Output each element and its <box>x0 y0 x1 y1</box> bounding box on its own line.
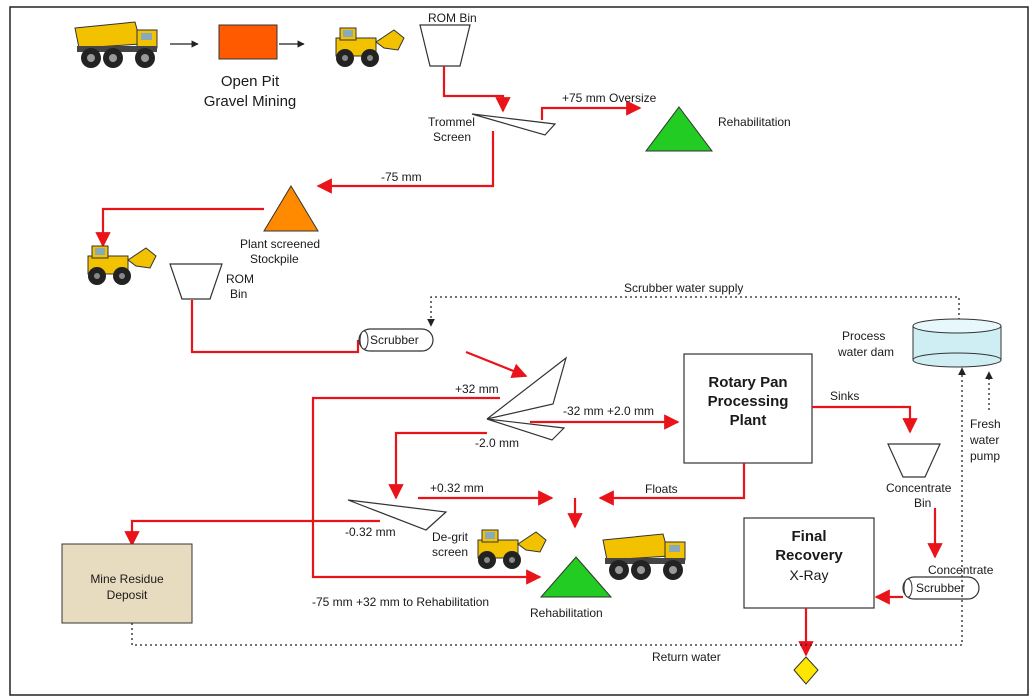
degrit-label-line1: De-grit <box>432 530 469 544</box>
flow-floats <box>598 463 746 506</box>
rom-bin-2 <box>169 263 223 300</box>
rom-bin-top <box>419 24 471 67</box>
flow-minus032 <box>124 519 380 547</box>
rom-bin2-label-line1: ROM <box>226 272 254 286</box>
process-water-dam <box>912 318 1002 368</box>
trommel-label-line1: Trommel <box>428 115 475 129</box>
minus2-label: -2.0 mm <box>475 436 519 450</box>
concentrate-bin <box>887 443 941 478</box>
final-recovery-box <box>743 517 875 609</box>
minus032-label: -0.32 mm <box>345 525 396 539</box>
return-water-line <box>131 367 966 646</box>
rehabilitation-pile-bottom <box>539 556 613 598</box>
oversize-label: +75 mm Oversize <box>562 91 657 105</box>
fresh-label-line1: Fresh <box>970 417 1001 431</box>
rehab-bottom-label: Rehabilitation <box>530 606 603 620</box>
final-label-line1: Final <box>791 528 826 545</box>
open-pit-box <box>218 24 278 60</box>
open-pit-label-line2: Gravel Mining <box>204 93 297 110</box>
rotary-pan-plant-box <box>683 353 813 464</box>
rotary-label-line2: Processing <box>708 393 789 410</box>
scrubber-water-supply-label: Scrubber water supply <box>624 281 743 295</box>
trommel-label-line2: Screen <box>433 130 471 144</box>
rotary-label-line1: Rotary Pan <box>708 374 787 391</box>
flow-rom2-to-scrubber <box>190 300 360 354</box>
conc-scrub-label-line1: Concentrate <box>928 563 994 577</box>
flow-stockpile-to-loader <box>95 207 264 248</box>
open-pit-label-line1: Open Pit <box>221 73 280 90</box>
rom-bin-top-label: ROM Bin <box>428 11 477 25</box>
rotary-label-line3: Plant <box>730 412 767 429</box>
minus32-plus2-label: -32 mm +2.0 mm <box>563 404 654 418</box>
sizing-screen-lower <box>486 418 566 441</box>
trommel-screen <box>471 113 557 136</box>
flow-oversize <box>540 100 642 120</box>
flow-sinks <box>812 405 918 434</box>
final-label-line2: Recovery <box>775 547 843 564</box>
sinks-label: Sinks <box>830 389 859 403</box>
rehabilitation-pile-top <box>645 106 713 152</box>
plus32-label: +32 mm <box>455 382 499 396</box>
return-water-label: Return water <box>652 650 721 664</box>
mine-residue-deposit <box>61 543 193 624</box>
stockpile-label-line2: Stockpile <box>250 252 299 266</box>
floats-label: Floats <box>645 482 678 496</box>
plant-stockpile <box>263 185 319 232</box>
plus032-label: +0.32 mm <box>430 481 484 495</box>
fresh-label-line3: pump <box>970 449 1000 463</box>
concentrate-scrubber-drum <box>902 576 980 600</box>
flow-minus2 <box>388 431 487 500</box>
flow-plus32 <box>311 396 542 585</box>
scrubber-water-supply-line <box>427 296 960 327</box>
sizing-screen-upper <box>486 356 568 420</box>
flow-rom-to-trommel <box>442 66 511 113</box>
conc-bin-label-line2: Bin <box>914 496 931 510</box>
process-dam-label-line2: water dam <box>837 345 894 359</box>
degrit-label-line2: screen <box>432 545 468 559</box>
flow-scrubber-to-screen <box>465 350 528 379</box>
flow-minus75 <box>316 131 495 194</box>
scrubber-drum-1 <box>358 328 434 352</box>
minus75-label: -75 mm <box>381 170 422 184</box>
stockpile-label-line1: Plant screened <box>240 237 320 251</box>
diamond-product <box>793 656 819 685</box>
rehab-bottom-flow-label: -75 mm +32 mm to Rehabilitation <box>312 595 489 609</box>
conc-bin-label-line1: Concentrate <box>886 481 952 495</box>
residue-label-line1: Mine Residue <box>90 572 164 586</box>
process-dam-label-line1: Process <box>842 329 885 343</box>
rom-bin2-label-line2: Bin <box>230 287 247 301</box>
final-label-line3: X-Ray <box>790 567 829 583</box>
residue-label-line2: Deposit <box>107 588 148 602</box>
conc-scrub-label-line2: Scrubber <box>916 581 965 595</box>
fresh-label-line2: water <box>969 433 999 447</box>
scrubber1-label: Scrubber <box>370 333 419 347</box>
rehab-top-label: Rehabilitation <box>718 115 791 129</box>
degrit-screen <box>347 499 448 531</box>
